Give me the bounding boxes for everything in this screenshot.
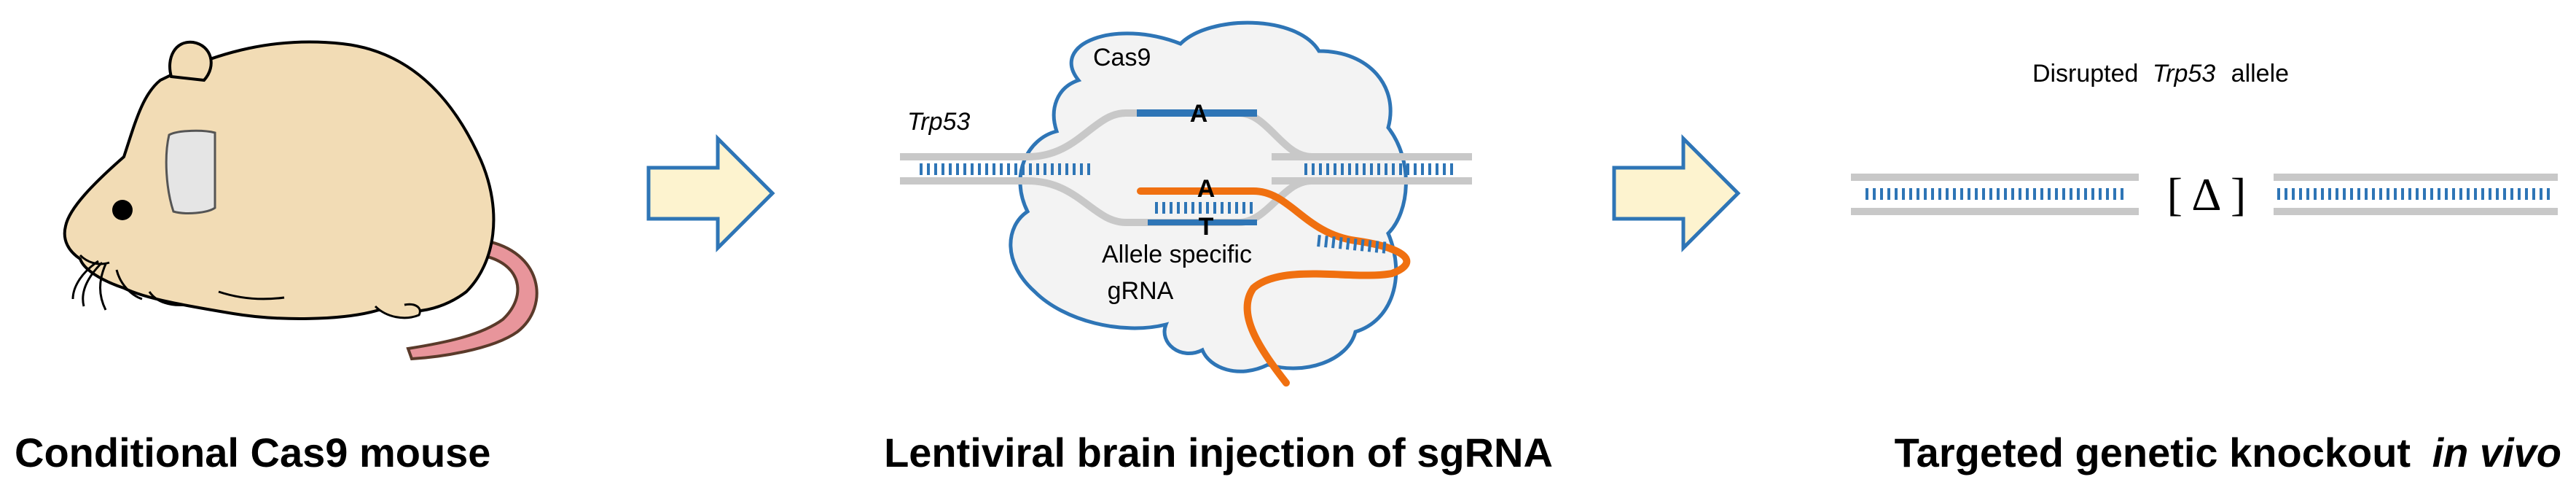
cas9-label: Cas9 [1093, 44, 1151, 71]
grna-label-line1: Allele specific [1102, 241, 1252, 268]
base-mid-label: A [1197, 175, 1215, 203]
middle-caption: Lentiviral brain injection of sgRNA [884, 430, 1553, 475]
base-bottom-label: T [1199, 213, 1214, 241]
allele-label: Disrupted Trp53 allele [2032, 60, 2289, 88]
dna-bubble-top [1027, 109, 1312, 160]
right-arrow-icon [646, 133, 775, 253]
dna-double-helix [900, 109, 1472, 226]
mouse-ear [168, 40, 213, 82]
grna-strand [1137, 187, 1411, 387]
mouse-tail [406, 238, 539, 361]
right-caption: Targeted genetic knockout in vivo [1895, 430, 2561, 475]
disrupted-allele [1851, 174, 2558, 215]
mouse-ear-inner [165, 129, 216, 214]
left-caption: Conditional Cas9 mouse [15, 430, 490, 475]
mouse-leg-line [218, 290, 285, 300]
mouse-body [63, 40, 496, 320]
base-top-label: A [1190, 100, 1208, 128]
gene-label: Trp53 [907, 108, 970, 136]
mouse-illustration [63, 40, 539, 361]
mouse-whiskers [71, 260, 143, 311]
grna-path [1137, 187, 1411, 387]
right-arrow-icon [1612, 133, 1741, 253]
deletion-symbol: [ Δ ] [2167, 168, 2247, 220]
mouse-hind-paw [374, 303, 421, 319]
mouse-front-paw [148, 291, 187, 306]
mouse-eye [112, 200, 133, 220]
cas9-complex [1009, 20, 1408, 373]
cas9-protein [1009, 20, 1408, 373]
dna-bubble-bottom [1027, 177, 1312, 226]
mouse-mouth [79, 254, 110, 265]
grna-label-line2: gRNA [1108, 277, 1174, 305]
grna-hairpin-ticks [1317, 235, 1389, 254]
